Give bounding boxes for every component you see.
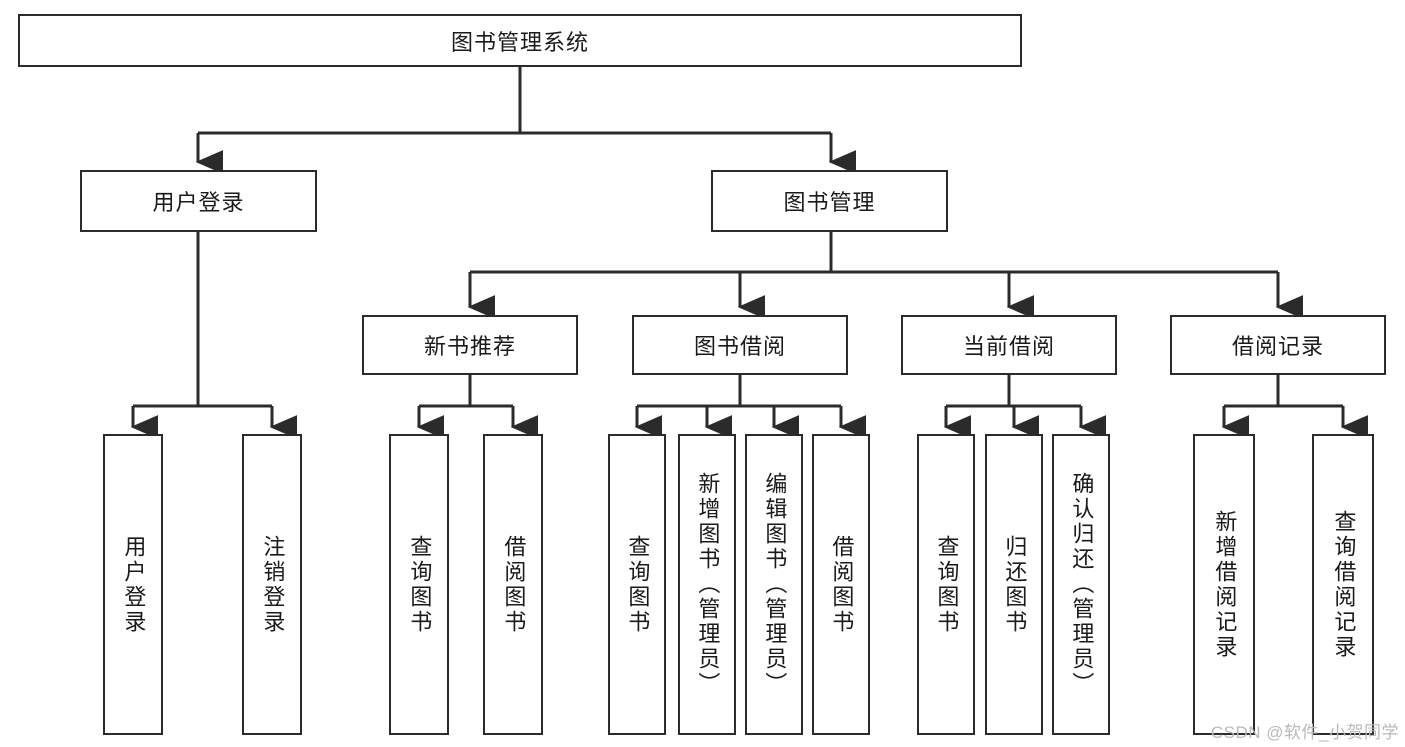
node-leaf-borrow-book-2[interactable]: 借阅图书 bbox=[812, 434, 870, 735]
node-label: 借阅图书 bbox=[501, 534, 527, 635]
node-leaf-confirm-return[interactable]: 确认归还（管理员） bbox=[1052, 434, 1110, 735]
node-leaf-user-login[interactable]: 用户登录 bbox=[103, 434, 163, 735]
node-label: 图书管理系统 bbox=[450, 29, 589, 55]
node-leaf-query-book-1[interactable]: 查询图书 bbox=[389, 434, 449, 735]
node-borrow-record[interactable]: 借阅记录 bbox=[1170, 315, 1386, 375]
watermark: CSDN @软件_小贺同学 bbox=[1210, 723, 1399, 742]
node-book-manage[interactable]: 图书管理 bbox=[711, 170, 948, 232]
node-label: 用户登录 bbox=[152, 190, 245, 215]
node-label: 新增借阅记录 bbox=[1212, 509, 1238, 660]
node-leaf-query-borrow-record[interactable]: 查询借阅记录 bbox=[1312, 434, 1374, 735]
node-leaf-query-book-2[interactable]: 查询图书 bbox=[608, 434, 666, 735]
node-label: 借阅记录 bbox=[1231, 334, 1324, 359]
node-label: 查询借阅记录 bbox=[1331, 509, 1357, 660]
node-label: 确认归还（管理员） bbox=[1069, 472, 1095, 697]
node-leaf-query-book-3[interactable]: 查询图书 bbox=[917, 434, 975, 735]
node-label: 当前借阅 bbox=[962, 334, 1055, 359]
node-leaf-return-book[interactable]: 归还图书 bbox=[985, 434, 1043, 735]
node-label: 归还图书 bbox=[1002, 534, 1028, 635]
node-new-book-recommend[interactable]: 新书推荐 bbox=[362, 315, 578, 375]
node-label: 查询图书 bbox=[407, 534, 433, 635]
node-label: 查询图书 bbox=[934, 534, 960, 635]
node-label: 新书推荐 bbox=[423, 334, 516, 359]
node-user-login[interactable]: 用户登录 bbox=[80, 170, 317, 232]
node-leaf-user-logout[interactable]: 注销登录 bbox=[242, 434, 302, 735]
node-leaf-edit-book[interactable]: 编辑图书（管理员） bbox=[745, 434, 803, 735]
node-label: 借阅图书 bbox=[829, 534, 855, 635]
node-label: 图书借阅 bbox=[693, 334, 786, 359]
node-root[interactable]: 图书管理系统 bbox=[18, 14, 1022, 67]
node-leaf-borrow-book-1[interactable]: 借阅图书 bbox=[483, 434, 543, 735]
node-leaf-add-book[interactable]: 新增图书（管理员） bbox=[678, 434, 736, 735]
node-label: 注销登录 bbox=[260, 534, 286, 635]
node-label: 图书管理 bbox=[783, 190, 876, 215]
node-current-borrow[interactable]: 当前借阅 bbox=[901, 315, 1117, 375]
node-label: 查询图书 bbox=[625, 534, 651, 635]
node-label: 新增图书（管理员） bbox=[695, 472, 721, 697]
node-label: 编辑图书（管理员） bbox=[762, 472, 788, 697]
node-leaf-add-borrow-record[interactable]: 新增借阅记录 bbox=[1193, 434, 1255, 735]
node-label: 用户登录 bbox=[121, 534, 147, 635]
node-book-borrow[interactable]: 图书借阅 bbox=[632, 315, 848, 375]
